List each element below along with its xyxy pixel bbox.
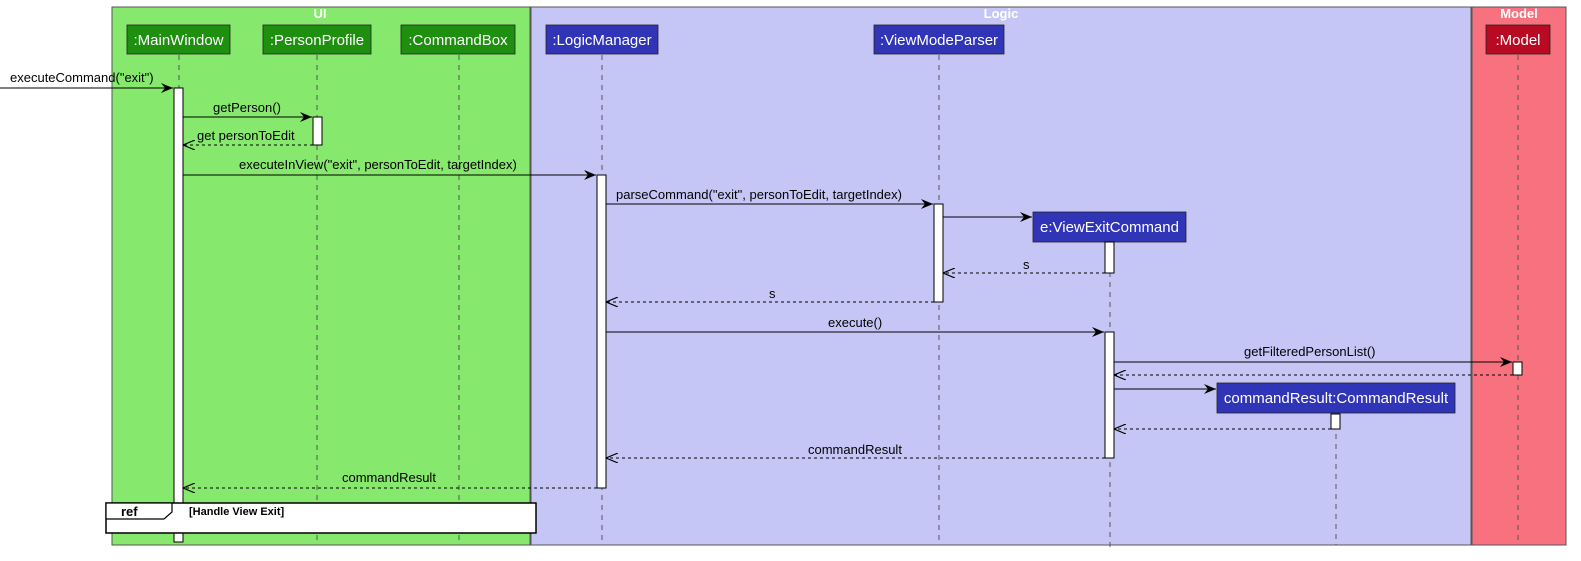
model-group-title: Model bbox=[1500, 6, 1538, 21]
model-group bbox=[1471, 6, 1567, 546]
message-return-s-1-label: s bbox=[1023, 257, 1030, 272]
svg-text:commandResult:CommandResult: commandResult:CommandResult bbox=[1224, 390, 1449, 407]
participant-view-exit-command: e:ViewExitCommand bbox=[1032, 211, 1187, 243]
activation-main-window bbox=[173, 87, 184, 543]
participant-view-mode-parser: :ViewModeParser bbox=[873, 24, 1005, 55]
activation-person-profile bbox=[312, 116, 323, 146]
svg-text::PersonProfile: :PersonProfile bbox=[270, 32, 364, 49]
ref-text: [Handle View Exit] bbox=[189, 506, 284, 518]
message-get-filtered-person-list-label: getFilteredPersonList() bbox=[1244, 344, 1376, 359]
activation-view-mode-parser bbox=[933, 203, 944, 303]
message-get-person-return-label: get personToEdit bbox=[197, 128, 295, 143]
svg-text:e:ViewExitCommand: e:ViewExitCommand bbox=[1040, 219, 1179, 236]
message-command-result-return-1-label: commandResult bbox=[808, 442, 902, 457]
ref-fragment: ref [Handle View Exit] bbox=[105, 502, 537, 534]
message-execute-in-view-label: executeInView("exit", personToEdit, targ… bbox=[239, 157, 517, 172]
participant-model: :Model bbox=[1485, 24, 1551, 55]
message-execute-command-label: executeCommand("exit") bbox=[10, 70, 154, 85]
message-return-s-2-label: s bbox=[769, 286, 776, 301]
svg-text::CommandBox: :CommandBox bbox=[408, 32, 508, 49]
participant-command-result: commandResult:CommandResult bbox=[1216, 382, 1456, 414]
logic-group bbox=[530, 6, 1472, 546]
logic-group-title: Logic bbox=[984, 6, 1019, 21]
message-command-result-return-2-label: commandResult bbox=[342, 470, 436, 485]
message-parse-command-label: parseCommand("exit", personToEdit, targe… bbox=[616, 187, 902, 202]
svg-text::Model: :Model bbox=[1495, 32, 1540, 49]
activation-view-exit-command-create bbox=[1104, 241, 1115, 274]
message-execute-label: execute() bbox=[828, 315, 882, 330]
participant-logic-manager: :LogicManager bbox=[545, 24, 659, 55]
ref-tag: ref bbox=[121, 504, 138, 519]
ui-group-title: UI bbox=[314, 6, 327, 21]
activation-command-result bbox=[1330, 413, 1341, 430]
participant-main-window: :MainWindow bbox=[126, 24, 231, 55]
message-get-person-label: getPerson() bbox=[213, 100, 281, 115]
svg-text::ViewModeParser: :ViewModeParser bbox=[880, 32, 998, 49]
participant-command-box: :CommandBox bbox=[400, 24, 516, 55]
svg-text::MainWindow: :MainWindow bbox=[133, 32, 223, 49]
participant-person-profile: :PersonProfile bbox=[262, 24, 372, 55]
svg-text::LogicManager: :LogicManager bbox=[552, 32, 651, 49]
activation-view-exit-command-execute bbox=[1104, 331, 1115, 459]
activation-model bbox=[1512, 361, 1523, 376]
activation-logic-manager bbox=[596, 174, 607, 489]
